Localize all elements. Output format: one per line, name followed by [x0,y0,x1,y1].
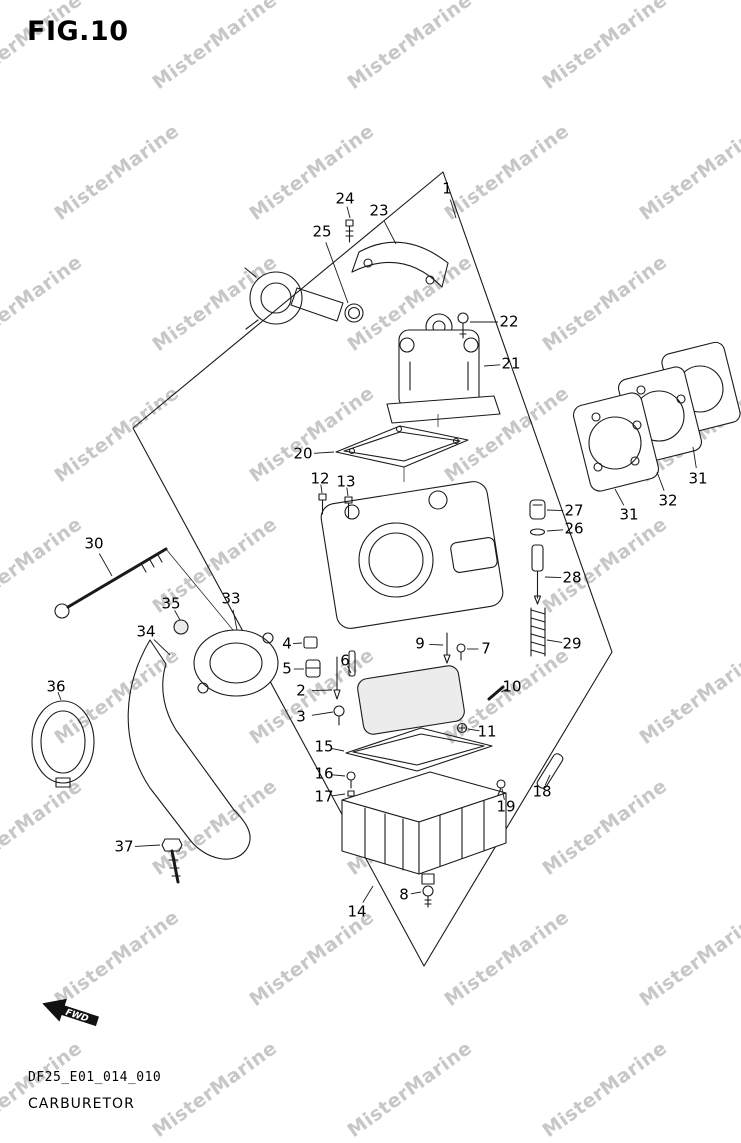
gasket-20-art [335,425,469,468]
leader-line-4 [292,642,303,645]
leader-line-18 [544,774,551,786]
spring-29-art [530,607,546,657]
jet-parts-art [303,632,505,734]
screw-8-art [422,885,434,908]
leader-line-24 [346,206,351,219]
leader-line-30 [99,553,113,577]
leader-line-35 [174,610,181,621]
clip-19-art [496,779,506,796]
flange-33-art [193,629,279,697]
leader-line-37 [134,844,161,847]
bolt-37-art [161,838,183,884]
leader-line-13 [346,487,349,497]
fwd-arrow: FWD [42,998,99,1027]
leader-line-32 [656,471,665,491]
gasket-15-art [345,727,493,772]
leader-line-11 [467,728,480,732]
leader-line-23 [383,220,397,245]
bolt-22-art [457,312,469,339]
leader-line-26 [546,529,564,532]
pilot-screws-12-13-art [318,493,353,518]
figure-title: FIG.10 [27,16,129,47]
gaskets-31-32-art [572,341,741,492]
panel-outline [132,171,613,967]
cap-27-art [529,499,546,520]
leader-line-16 [332,774,346,777]
bowl-14-art [341,771,507,885]
washer-26-art [529,528,546,536]
bracket-34-art [127,639,251,860]
leader-line-33 [232,609,238,631]
leader-line-20 [313,451,335,454]
screw-24-art [345,219,354,243]
leader-line-8 [410,891,422,895]
leader-line-34 [153,639,171,656]
leader-line-15 [331,748,345,752]
footer-figure-name: CARBURETOR [28,1096,135,1112]
leader-line-10 [500,688,508,693]
leader-line-31 [692,446,697,469]
leader-line-36 [57,692,62,701]
main-body-art [320,414,504,629]
leader-line-2 [311,689,333,692]
leader-line-3 [311,711,334,716]
fwd-arrow-label: FWD [64,1008,90,1025]
cring-36-art [31,700,95,788]
leader-line-28 [544,576,562,579]
footer-part-code: DF25_E01_014_010 [28,1070,162,1085]
leader-line-19 [501,788,505,800]
leader-line-29 [546,639,563,643]
clip-35-art [173,619,189,635]
leader-line-6 [346,665,352,674]
needle-28-art [531,544,544,605]
leader-lines [57,199,697,903]
carb-top-21-art [386,313,501,424]
leader-line-12 [320,484,323,494]
bracket-23-art [351,241,449,288]
solenoid-25-art [244,267,364,330]
leader-line-21 [483,364,501,367]
float-art [357,665,465,735]
leader-line-27 [546,509,564,512]
leader-line-14 [362,885,374,903]
leader-line-1 [449,199,457,219]
leader-line-9 [429,643,444,646]
leader-line-17 [332,793,346,797]
leader-line-31 [614,488,625,506]
pin-18-art [536,753,564,789]
leader-line-25 [325,242,349,304]
